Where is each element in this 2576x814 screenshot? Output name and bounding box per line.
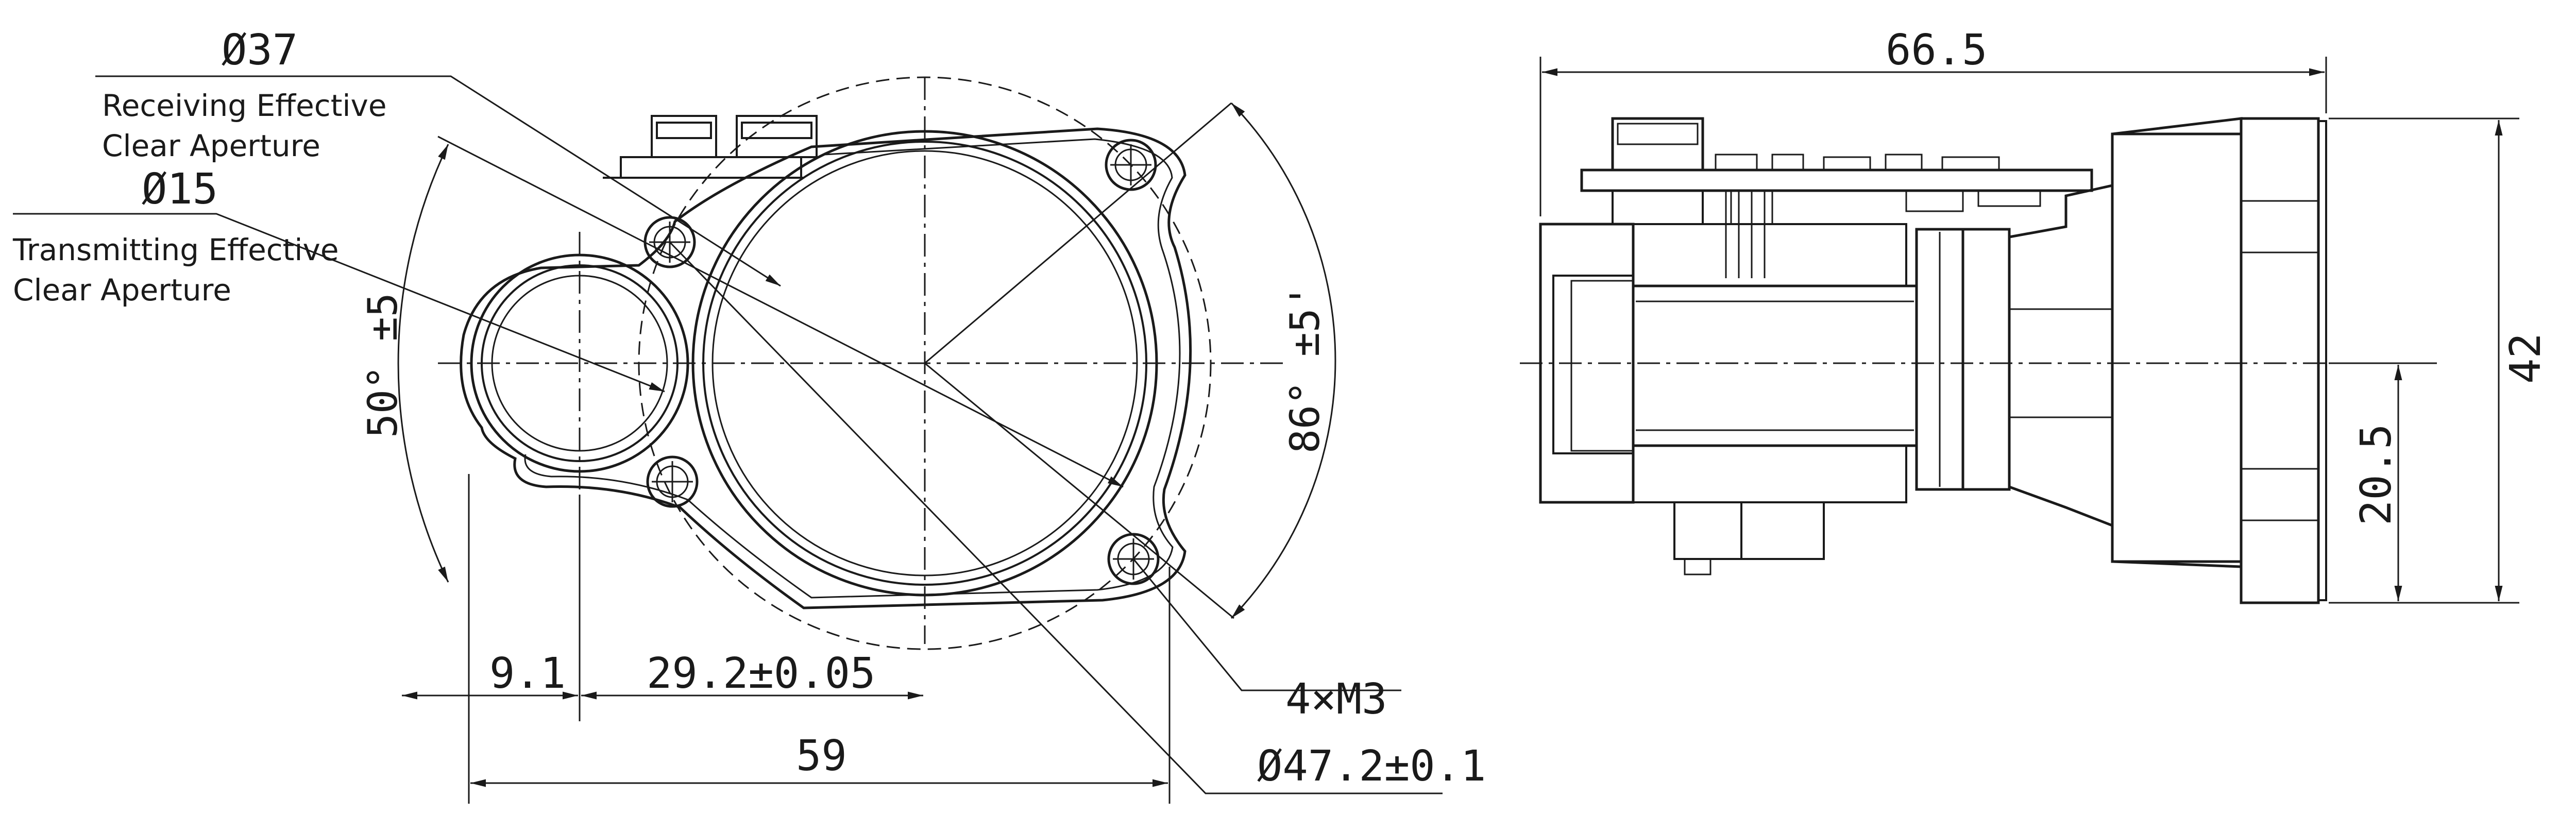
transmitting-diameter: Ø15	[142, 165, 218, 214]
dim-height: 42	[2501, 333, 2550, 384]
receiving-lens-outer	[691, 130, 1158, 597]
mounting-hole-bottom-right	[1107, 533, 1160, 585]
dim-axis-height: 20.5	[2352, 424, 2401, 525]
receiving-label-line2: Clear Aperture	[102, 128, 320, 163]
side-body	[1539, 117, 2327, 604]
receiving-lens-inner	[702, 141, 1147, 586]
transmitting-lens-outer	[470, 253, 689, 473]
dim-length: 66.5	[1886, 26, 1987, 75]
pitch-circle-dashed	[638, 76, 1212, 650]
angle-arc-left	[397, 144, 449, 583]
receiving-diameter: Ø37	[222, 26, 298, 75]
front-horizontal-dims	[402, 474, 1171, 804]
angle-left-label: 50° ±5	[360, 293, 406, 438]
receiving-label-line1: Receiving Effective	[102, 88, 387, 123]
side-dims	[1539, 57, 2519, 604]
dim-offset: 9.1	[489, 649, 566, 698]
front-view: Ø37 Receiving Effective Clear Aperture Ø…	[12, 26, 1486, 804]
angle-arc-right	[1230, 102, 1336, 619]
flange-inner-outline	[524, 138, 1181, 599]
receiving-lens-aperture	[711, 150, 1138, 576]
mounting-hole-top-right	[1105, 139, 1157, 191]
dim-total-width: 59	[796, 732, 847, 781]
dim-center-distance: 29.2±0.05	[647, 649, 875, 698]
transmitting-lens-aperture	[491, 275, 668, 452]
mounting-hole-bottom-left	[646, 455, 699, 508]
leader-lines	[13, 75, 1443, 794]
hole-callout: 4×M3	[1285, 675, 1387, 724]
pitch-circle-label: Ø47.2±0.1	[1257, 742, 1486, 791]
angle-right-label: 86° ±5'	[1282, 284, 1329, 453]
side-view: 66.5 42 20.5	[1520, 26, 2550, 604]
transmitting-label-line2: Clear Aperture	[13, 273, 231, 308]
flange-outline	[460, 127, 1192, 609]
transmitting-label-line1: Transmitting Effective	[12, 232, 339, 267]
transmitting-lens-mid	[481, 264, 679, 462]
pcb-top-front	[603, 115, 818, 179]
